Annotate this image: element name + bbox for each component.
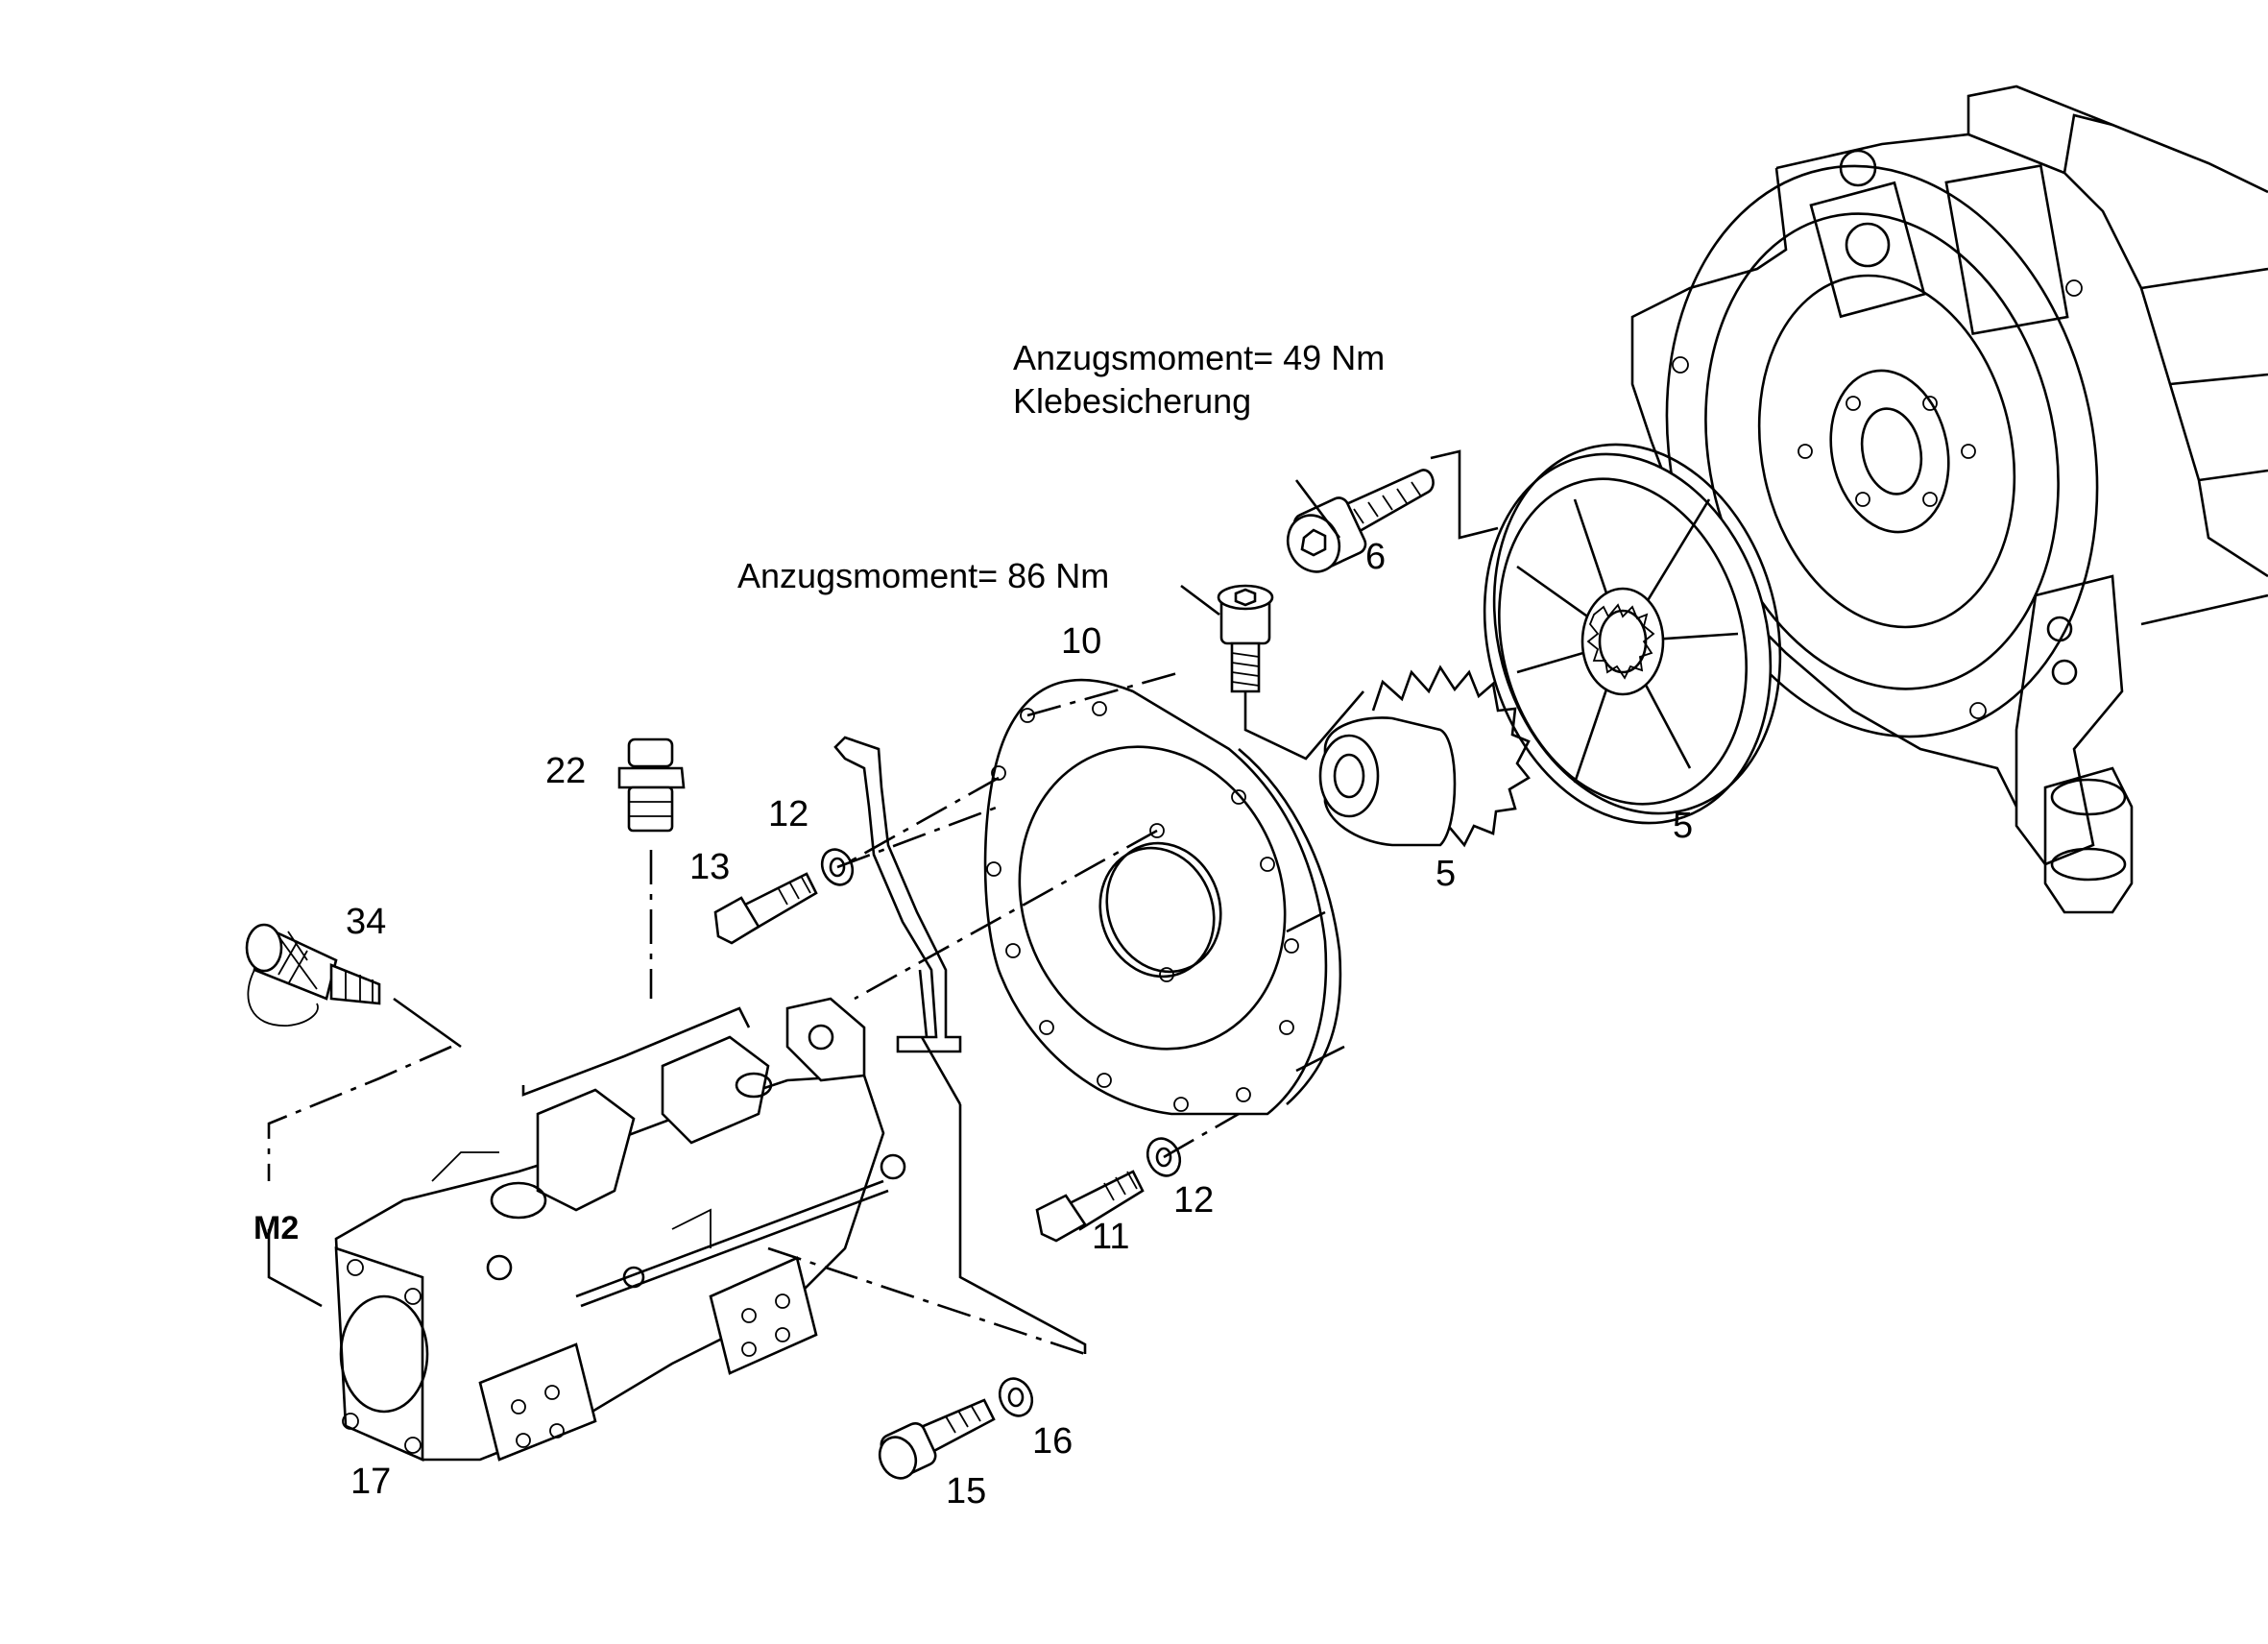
part-number-16: 16 xyxy=(1032,1421,1073,1462)
torque-note-9: Anzugsmoment= 86 Nm xyxy=(737,556,1109,595)
part-number-12-top: 12 xyxy=(768,794,808,834)
torque-note-6: Anzugsmoment= 49 Nm xyxy=(1013,338,1385,377)
part-number-11: 11 xyxy=(1092,1217,1129,1257)
screw-6 xyxy=(1286,469,1435,573)
part-number-10: 10 xyxy=(1061,621,1101,662)
part-number-5-hub: 5 xyxy=(1436,854,1456,894)
bracket xyxy=(833,736,962,1053)
part-number-17: 17 xyxy=(350,1462,391,1502)
part-number-22: 22 xyxy=(545,751,586,791)
labels: Anzugsmoment= 49 Nm Klebesicherung Anzug… xyxy=(253,338,1693,1511)
gear-hub xyxy=(1318,665,1531,848)
part-number-13: 13 xyxy=(689,847,730,887)
adhesive-note-6: Klebesicherung xyxy=(1013,381,1251,421)
screw-11 xyxy=(1035,1137,1182,1243)
center-lines xyxy=(267,449,1499,1356)
port-label-m2: M2 xyxy=(253,1210,299,1246)
coupling-flange xyxy=(1483,443,1782,825)
part-number-6: 6 xyxy=(1365,537,1386,577)
engine-housing xyxy=(1630,85,2268,914)
part-number-12-bottom: 12 xyxy=(1173,1180,1214,1221)
part-number-34: 34 xyxy=(346,902,386,942)
part-number-15: 15 xyxy=(946,1471,986,1511)
part-number-5-flange: 5 xyxy=(1673,806,1693,846)
screw-15 xyxy=(878,1377,1034,1480)
screw-9 xyxy=(1217,584,1274,693)
screw-13 xyxy=(713,848,855,945)
adapter-flange xyxy=(983,678,1342,1116)
pump-assembly-17 xyxy=(334,997,906,1462)
coupler-34 xyxy=(245,923,381,1027)
fitting-22 xyxy=(617,737,686,833)
